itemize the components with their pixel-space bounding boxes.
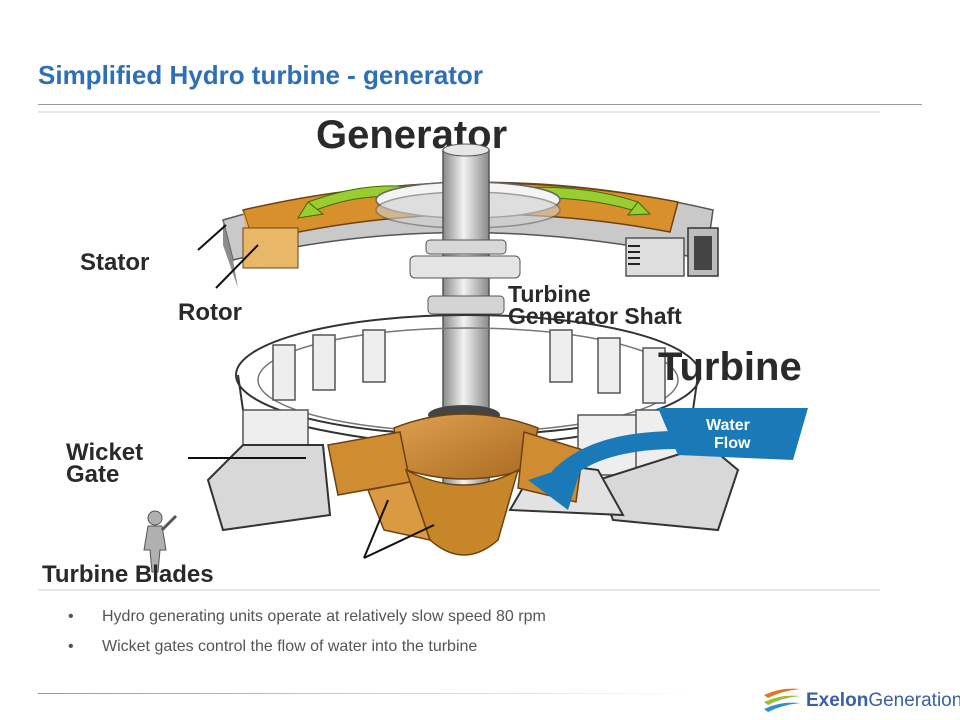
logo-text-regular: Generation: [868, 690, 960, 711]
hydro-turbine-diagram: Generator: [38, 110, 880, 592]
person-icon: [143, 510, 178, 573]
label-turbine-blades: Turbine Blades: [42, 561, 214, 588]
bullet-item: Wicket gates control the flow of water i…: [68, 634, 546, 660]
footer-divider: [38, 693, 698, 694]
exelon-logo: ExelonGeneration.: [762, 685, 960, 715]
title-divider: [38, 104, 922, 105]
label-wicket-line2: Gate: [66, 461, 119, 488]
label-turbine: Turbine: [658, 345, 802, 389]
label-flow: Flow: [714, 435, 751, 452]
logo-text-bold: Exelon: [806, 690, 869, 711]
label-wicket-line1: Wicket: [66, 439, 143, 466]
slide-title: Simplified Hydro turbine - generator: [38, 60, 483, 90]
bullet-item: Hydro generating units operate at relati…: [68, 604, 546, 630]
label-shaft-line2: Generator Shaft: [508, 303, 682, 329]
exelon-swoosh-icon: [764, 688, 800, 712]
label-shaft-line1: Turbine: [508, 281, 591, 307]
label-rotor: Rotor: [178, 299, 242, 326]
water-flow-arrow: Water Flow: [528, 408, 808, 510]
bullet-list: Hydro generating units operate at relati…: [68, 604, 546, 664]
label-water: Water: [706, 417, 750, 434]
turbine-blades: [327, 405, 584, 556]
label-stator: Stator: [80, 249, 149, 276]
